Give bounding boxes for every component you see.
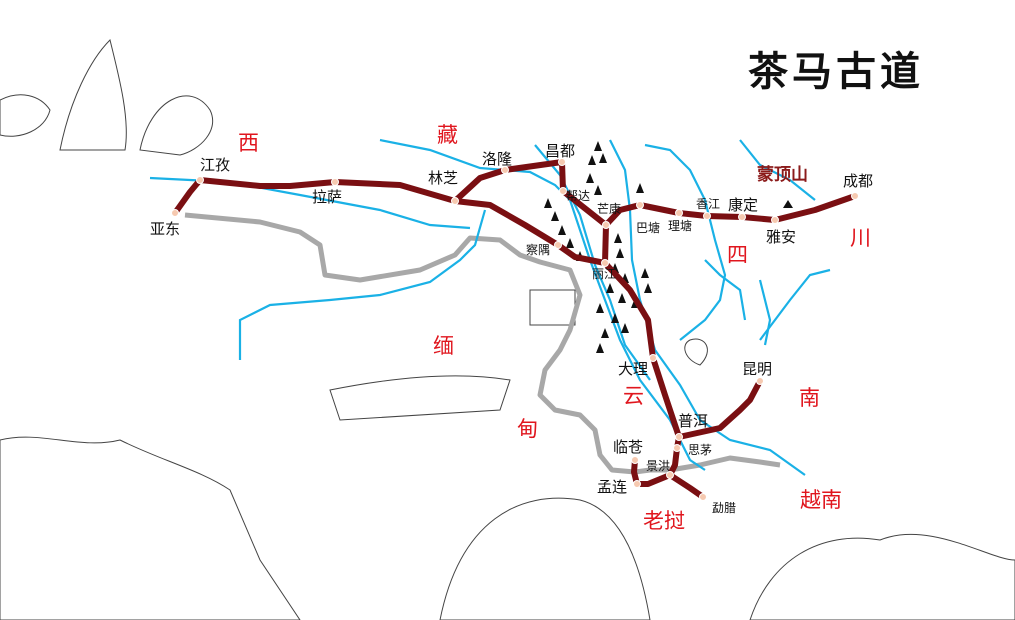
city-mangkang: 芒康	[597, 201, 621, 216]
river	[379, 138, 706, 471]
mountain-peak-icon	[588, 155, 596, 165]
river	[644, 143, 727, 341]
mountain-peak-icon	[601, 328, 609, 338]
region-nan: 南	[799, 386, 820, 410]
river	[704, 259, 747, 321]
city-simao: 思茅	[688, 443, 712, 457]
city-jinghong: 景洪	[646, 459, 670, 473]
mountain-peak-icon	[644, 283, 652, 293]
mountain-peak-icon	[641, 268, 649, 278]
city-labels: 亚东 江孜 拉萨 林芝 洛隆 昌都 帮达 芒康 巴塘 理塘 香江 康定 雅安 成…	[150, 142, 873, 515]
region-labels: 西 藏 四 川 缅 甸 云 南 越南 老挝	[238, 123, 871, 533]
border-line	[184, 212, 651, 475]
border-line	[650, 455, 781, 473]
city-yadong: 亚东	[150, 220, 180, 238]
route-mengla	[667, 472, 706, 500]
mountain-peak-icon	[611, 313, 619, 323]
region-zang: 藏	[437, 123, 458, 147]
region-laowo: 老挝	[643, 509, 685, 533]
region-chuan: 川	[850, 226, 871, 250]
city-lasa: 拉萨	[312, 188, 342, 206]
mountain-peak-icon	[606, 283, 614, 293]
city-yaan: 雅安	[766, 228, 796, 246]
region-mian: 缅	[433, 334, 454, 358]
city-puer: 普洱	[678, 412, 708, 430]
city-batang: 巴塘	[636, 220, 660, 235]
route-tibet	[172, 159, 609, 266]
city-lijiang: 丽江	[592, 267, 616, 281]
mountain-peak-icon	[551, 211, 559, 221]
mountain-peak-icon	[618, 293, 626, 303]
landmark-mengdingshan: 蒙顶山	[757, 164, 808, 185]
borders	[184, 212, 781, 475]
mountain-peak-icon	[586, 173, 594, 183]
city-changdu: 昌都	[545, 142, 575, 160]
mountain-peak-icon	[566, 238, 574, 248]
city-kangding: 康定	[728, 196, 758, 214]
region-yun: 云	[623, 384, 644, 408]
route-kunming	[676, 378, 763, 440]
river	[758, 279, 772, 346]
route-chayu	[452, 198, 682, 487]
region-si: 四	[727, 243, 748, 267]
mountain-peak-icon	[594, 185, 602, 195]
mountain-peak-icon	[558, 225, 566, 235]
river	[238, 209, 487, 360]
mountain-peak-icon	[621, 323, 629, 333]
city-nodes	[171, 158, 859, 501]
region-xi: 西	[238, 131, 259, 155]
city-dali: 大理	[618, 360, 648, 378]
mountain-peak-icon	[596, 303, 604, 313]
city-xiangjiang: 香江	[696, 197, 720, 211]
city-menglian: 孟连	[597, 478, 627, 496]
river	[739, 139, 816, 201]
decorative-illustrations	[0, 39, 1015, 620]
mountain-peak-icon	[636, 183, 644, 193]
city-kunming: 昆明	[742, 360, 772, 378]
river	[609, 139, 806, 476]
city-lincang: 临苍	[613, 438, 643, 456]
mountain-peak-icon	[594, 141, 602, 151]
river	[759, 268, 831, 341]
city-chengdu: 成都	[843, 172, 873, 190]
city-linzhi: 林芝	[428, 169, 458, 187]
mountain-peak-icon	[544, 198, 552, 208]
region-yuenan: 越南	[800, 488, 842, 512]
city-bangda: 帮达	[566, 189, 590, 203]
region-dian: 甸	[517, 417, 538, 441]
map-title: 茶马古道	[748, 48, 924, 95]
mountain-peak-icon	[616, 248, 624, 258]
city-mengla: 勐腊	[712, 501, 736, 515]
mountain-peak-icon	[596, 343, 604, 353]
city-jiangzi: 江孜	[200, 156, 230, 174]
mountain-triangle-icon	[783, 200, 793, 208]
mountain-peak-icon	[614, 233, 622, 243]
mountain-peak-icon	[599, 153, 607, 163]
city-chayu: 察隅	[526, 243, 550, 257]
city-litang: 理塘	[668, 218, 692, 233]
city-luolong: 洛隆	[482, 150, 512, 168]
